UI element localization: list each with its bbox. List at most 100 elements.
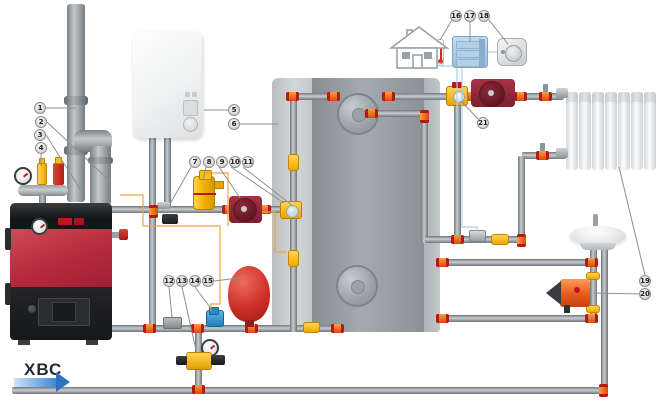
dhw-circulation-pump [560,279,590,313]
air-separator-spout [214,181,224,189]
fill-valve-handle-left [176,356,187,365]
tank-flange-center [351,280,365,294]
elbow-fitting [599,384,608,397]
thermostat-dial [505,45,522,62]
reducer-cap [209,307,219,315]
radiator-section [644,92,656,170]
callout-1: 1 [34,102,46,114]
callout-7: 7 [189,156,201,168]
air-separator-cap [199,170,212,180]
fill-valve-handle-right [211,355,225,365]
tank-flange-center [352,108,366,122]
callout-8: 8 [203,156,215,168]
radiator-circuit-pump [471,79,515,107]
controller-terminal-row [456,50,481,58]
pipe-boiler-return-drop [164,137,171,213]
tee-fitting [149,205,158,218]
heating-controller [452,36,488,68]
callout-15: 15 [202,275,214,287]
sink-faucet [593,214,598,227]
callout-18: 18 [478,10,490,22]
callout-12: 12 [163,275,175,287]
pipe-mixing-valve-drop [454,103,461,243]
tank-outlet-fitting [382,92,395,101]
mixing-valve-cap [452,82,462,88]
boiler-door-knob [28,305,36,313]
controller-side-panel [479,39,485,67]
pump-screw [488,90,494,96]
flue-pipe [90,146,111,205]
pump-spout [564,305,570,313]
pipe-dhw-hot [438,259,594,266]
pump-union-yellow [586,305,600,313]
vent-stub [543,84,548,92]
drain-valve [119,229,128,240]
inline-valve-yellow [491,234,509,245]
callout-17: 17 [464,10,476,22]
thermostat-button [501,50,505,54]
tee-fitting [536,151,549,160]
pipe-sink-cold-riser [601,247,608,394]
boiler-top-panel [10,203,112,229]
callout-3: 3 [34,129,46,141]
room-thermostat [497,38,527,66]
radiator-section [579,92,591,170]
boiler-brand-label [74,218,84,225]
pipe-radiator-return-drop [518,156,525,243]
boiler-dial [183,117,198,132]
pipe-return [108,325,340,332]
pipe-flange-drop [421,112,428,243]
pump-screw [241,206,247,212]
boiler-button [185,92,190,97]
three-way-mixing-valve [446,82,468,106]
fill-valve-body [186,352,212,370]
mixing-valve-face [453,91,465,103]
callout-11: 11 [242,156,254,168]
flue-collar [88,157,113,164]
tee-fitting [451,235,464,244]
tee-fitting [191,324,204,333]
sink-basin [570,226,626,245]
boiler-body [10,229,112,287]
radiator-bottom-valve [556,148,568,158]
return-temperature-sensor [163,317,182,329]
air-vent-cap [39,158,45,164]
safety-group-pressure-gauge [14,167,32,185]
tee-fitting [585,258,598,267]
chimney-collar [64,96,88,105]
boiler-display [183,100,198,116]
tank-inlet-valve [280,201,302,219]
pipe-flange-out [366,110,426,117]
riser-valve-yellow [288,250,299,267]
solid-fuel-boiler [5,203,112,345]
expansion-tank-foot [245,320,254,327]
boiler-door-vent [52,302,76,322]
electric-boiler [133,32,202,138]
radiator [566,92,658,170]
pipe-tank-top-left [293,93,338,100]
outdoor-thermometer [436,39,444,66]
inline-valve-yellow [303,322,320,333]
controller-terminal-row [456,41,481,49]
callout-6: 6 [228,118,240,130]
pump-motor [479,81,505,107]
pump-knob [574,287,580,293]
tee-fitting [192,385,205,394]
pipe-boiler-supply-drop [149,137,156,333]
callout-14: 14 [189,275,201,287]
thermometer-column [439,43,442,61]
controller-terminal-row [456,59,481,67]
vent-stub [540,143,545,151]
drain-valve-stem [112,232,122,238]
thermometer-bulb [438,59,443,64]
callout-5: 5 [228,104,240,116]
safety-group-leg [39,195,46,204]
callout-21: 21 [477,117,489,129]
radiator-top-valve [556,88,568,98]
callout-16: 16 [450,10,462,22]
pipe-sink-hot-riser [590,247,597,321]
cold-water-label: ХВС [24,360,63,379]
cold-water-arrow [14,378,56,387]
riser-valve-yellow [288,154,299,171]
radiator-section [592,92,604,170]
